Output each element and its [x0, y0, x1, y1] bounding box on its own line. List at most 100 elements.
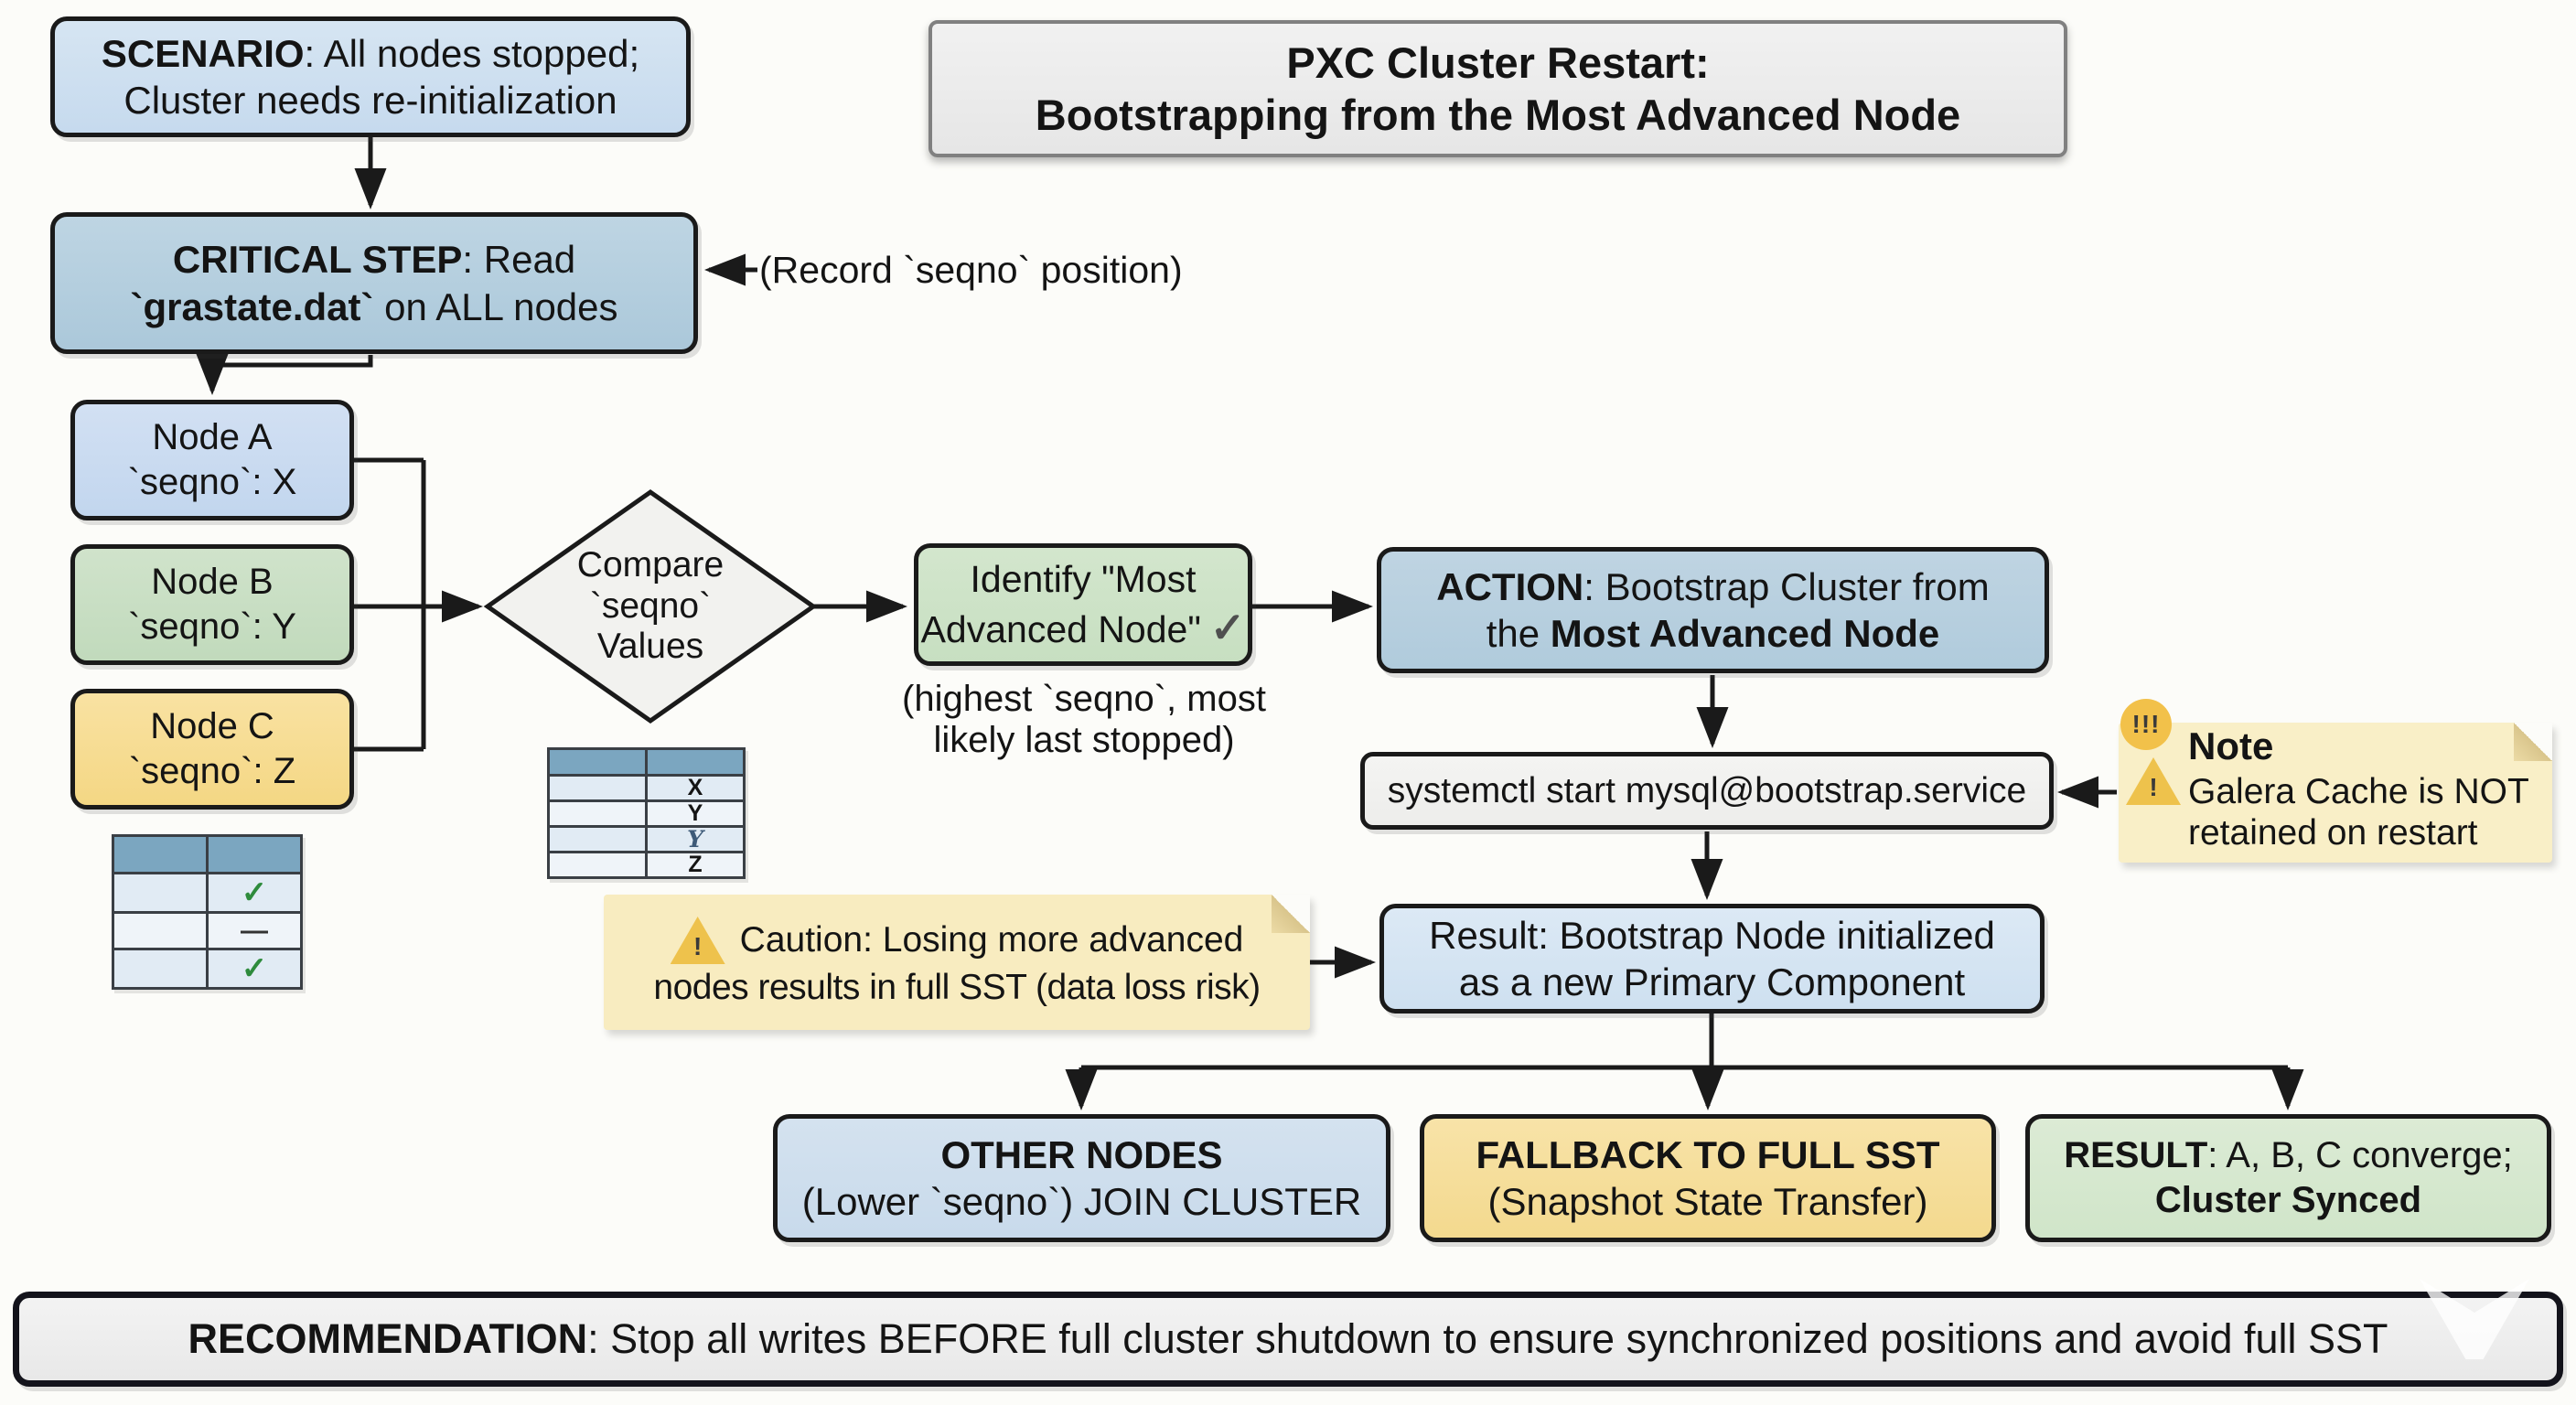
alert-badge-icon: !!! [2120, 699, 2172, 750]
critical-text1: : Read [462, 238, 576, 282]
scenario-box: SCENARIO: All nodes stopped; Cluster nee… [50, 16, 691, 137]
action-emphasis: Most Advanced Node [1550, 612, 1940, 655]
table-cell: X [645, 774, 746, 802]
table-row: ✓ [112, 948, 303, 990]
table-cell-empty [547, 825, 648, 853]
note-line2: retained on restart [2188, 812, 2478, 853]
diagram-title-line2: Bootstrapping from the Most Advanced Nod… [1035, 91, 1961, 139]
critical-step-box: CRITICAL STEP: Read `grastate.dat` on AL… [50, 212, 698, 354]
note-sticky: !!! ! Note Galera Cache is NOT retained … [2119, 699, 2552, 863]
check-icon: ✓ [241, 875, 268, 910]
table-cell-empty [547, 799, 648, 828]
action-line2: the Most Advanced Node [1487, 610, 1940, 657]
table-cell: ✓ [206, 872, 303, 914]
scenario-keyword: SCENARIO [101, 31, 305, 75]
record-seqno-label: (Record `seqno` position) [759, 245, 1183, 295]
table-row: Z [547, 851, 746, 879]
compare-line2: `seqno` [589, 585, 712, 626]
diagram-title-line1: PXC Cluster Restart: [1286, 38, 1710, 87]
result-box: Result: Bootstrap Node initialized as a … [1379, 904, 2045, 1014]
identify-caption-line2: likely last stopped) [933, 719, 1235, 760]
final-text1: : A, B, C converge; [2207, 1135, 2513, 1176]
note-title: Note [2188, 724, 2274, 767]
table-cell: — [206, 911, 303, 950]
table-row: ✓ [112, 872, 303, 914]
scenario-line1: SCENARIO: All nodes stopped; [102, 30, 639, 77]
node-a-box: Node A `seqno`: X [70, 400, 354, 520]
table-cell-empty [547, 851, 648, 879]
other-nodes-box: OTHER NODES (Lower `seqno`) JOIN CLUSTER [773, 1114, 1390, 1242]
node-b-seqno: `seqno`: Y [128, 606, 296, 647]
scenario-text: : All nodes stopped; [304, 31, 640, 75]
action-text2: the [1486, 612, 1551, 655]
table-row: Y [547, 799, 746, 828]
caution-line1: ! Caution: Losing more advanced [604, 917, 1310, 964]
dash-icon: — [241, 915, 268, 946]
compare-line1: Compare [576, 544, 724, 585]
title-box: PXC Cluster Restart: Bootstrapping from … [928, 20, 2067, 157]
status-table: ✓ — ✓ [112, 834, 303, 990]
compare-diamond: Compare `seqno` Values [535, 532, 766, 681]
table-cell-empty [547, 774, 648, 802]
identify-line2: Advanced Node"✓ [921, 602, 1246, 653]
grastate-file-name: `grastate.dat` [130, 284, 374, 328]
caution-text2: nodes results in full SST (data loss ris… [653, 968, 1261, 1007]
table-row: — [112, 911, 303, 950]
caution-sticky: ! Caution: Losing more advanced nodes re… [604, 895, 1310, 1030]
action-keyword: ACTION [1436, 564, 1584, 608]
critical-keyword: CRITICAL STEP [172, 238, 463, 282]
table-header-cell [206, 834, 303, 874]
node-b-name: Node B [151, 562, 274, 603]
note-line1: Galera Cache is NOT [2188, 772, 2529, 812]
identify-caption-line1: (highest `seqno`, most [902, 679, 1266, 719]
table-cell: ✓ [206, 948, 303, 990]
warning-exclamation: ! [692, 932, 703, 960]
result-line1: Result: Bootstrap Node initialized [1429, 913, 1995, 957]
critical-line1: CRITICAL STEP: Read [173, 236, 575, 283]
folded-corner [1272, 895, 1310, 933]
recommendation-body: : Stop all writes BEFORE full cluster sh… [587, 1314, 2388, 1362]
note-body: Galera Cache is NOT retained on restart [2188, 772, 2552, 854]
recommendation-bar: RECOMMENDATION: Stop all writes BEFORE f… [13, 1292, 2563, 1387]
result-line2: as a new Primary Component [1458, 960, 1966, 1003]
action-text1: : Bootstrap Cluster from [1583, 564, 1990, 608]
final-text2: Cluster Synced [2154, 1180, 2422, 1220]
identify-text2: Advanced Node" [920, 607, 1201, 650]
bootstrap-command-text: systemctl start mysql@bootstrap.service [1387, 770, 2027, 810]
identify-box: Identify "Most Advanced Node"✓ [914, 543, 1252, 666]
table-header-cell [547, 747, 648, 777]
table-cell-empty [112, 948, 209, 990]
caution-text1: Caution: Losing more advanced [739, 920, 1244, 960]
check-icon: ✓ [241, 951, 268, 986]
compare-diamond-shape [483, 488, 818, 724]
arrow-critical-to-node-a [196, 354, 373, 395]
node-c-box: Node C `seqno`: Z [70, 689, 354, 810]
table-row: Y [547, 825, 746, 853]
table-row: X [547, 774, 746, 802]
recommendation-text: RECOMMENDATION: Stop all writes BEFORE f… [188, 1314, 2388, 1365]
node-c-seqno: `seqno`: Z [128, 751, 296, 791]
node-b-box: Node B `seqno`: Y [70, 544, 354, 665]
compare-line3: Values [596, 627, 704, 667]
critical-line2: `grastate.dat` on ALL nodes [130, 284, 617, 330]
fallback-title: FALLBACK TO FULL SST [1476, 1132, 1940, 1176]
table-row [112, 834, 303, 874]
alert-badge-text: !!! [2131, 710, 2161, 738]
node-a-seqno: `seqno`: X [127, 462, 297, 502]
table-row [547, 747, 746, 777]
table-cell-empty [112, 872, 209, 914]
final-keyword: RESULT [2064, 1135, 2208, 1176]
warning-exclamation: ! [2149, 773, 2158, 801]
record-seqno-text: (Record `seqno` position) [759, 249, 1183, 291]
final-line1: RESULT: A, B, C converge; [2064, 1133, 2513, 1178]
critical-text2: on ALL nodes [373, 284, 618, 328]
table-header-cell [645, 747, 746, 777]
table-header-cell [112, 834, 209, 874]
scenario-line2: Cluster needs re-initialization [123, 79, 617, 122]
recommendation-keyword: RECOMMENDATION [188, 1314, 588, 1362]
action-box: ACTION: Bootstrap Cluster from the Most … [1377, 547, 2049, 673]
table-cell: Y [645, 825, 746, 853]
other-nodes-title: OTHER NODES [940, 1132, 1223, 1176]
table-cell-empty [112, 911, 209, 950]
